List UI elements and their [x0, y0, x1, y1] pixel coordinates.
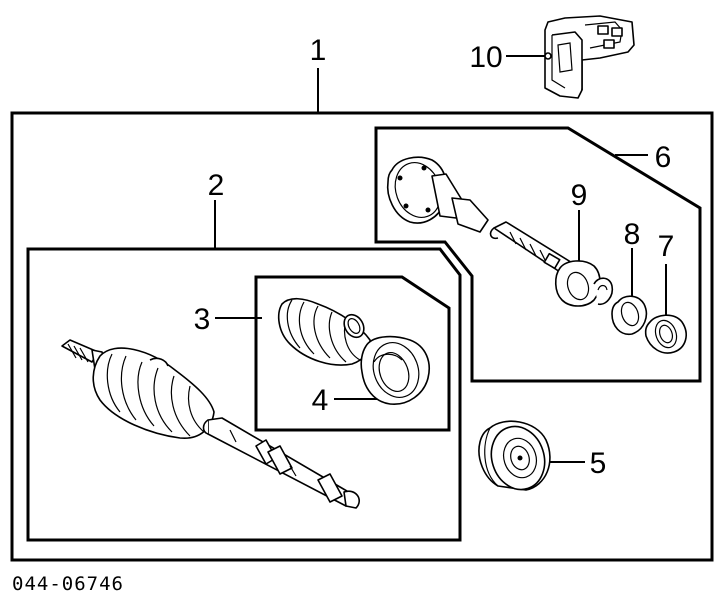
bearing-5-drawing	[478, 420, 551, 491]
frame-kit-3	[254, 275, 451, 432]
callout-1: 1	[310, 34, 327, 67]
callout-3: 3	[194, 303, 211, 336]
callout-7: 7	[658, 230, 675, 263]
callout-4: 4	[312, 384, 329, 417]
ring-8-drawing	[611, 295, 648, 336]
frame-assembly-2	[26, 247, 462, 542]
callout-10: 10	[469, 41, 502, 74]
callout-2: 2	[208, 169, 225, 202]
callout-5: 5	[590, 447, 607, 480]
part-number-label: 044-06746	[12, 573, 124, 595]
frame-assembly-6	[374, 126, 702, 383]
bearing-9-drawing	[554, 260, 614, 307]
callout-8: 8	[624, 218, 641, 251]
boot-kit-drawing	[277, 297, 430, 405]
drive-shaft-drawing	[61, 339, 360, 509]
frame-assembly-1	[10, 111, 714, 562]
bracket-drawing	[544, 15, 635, 99]
callout-6: 6	[655, 141, 672, 174]
seal-7-drawing	[644, 314, 687, 354]
callout-9: 9	[571, 179, 588, 212]
axle-shaft-drawing	[386, 156, 575, 277]
